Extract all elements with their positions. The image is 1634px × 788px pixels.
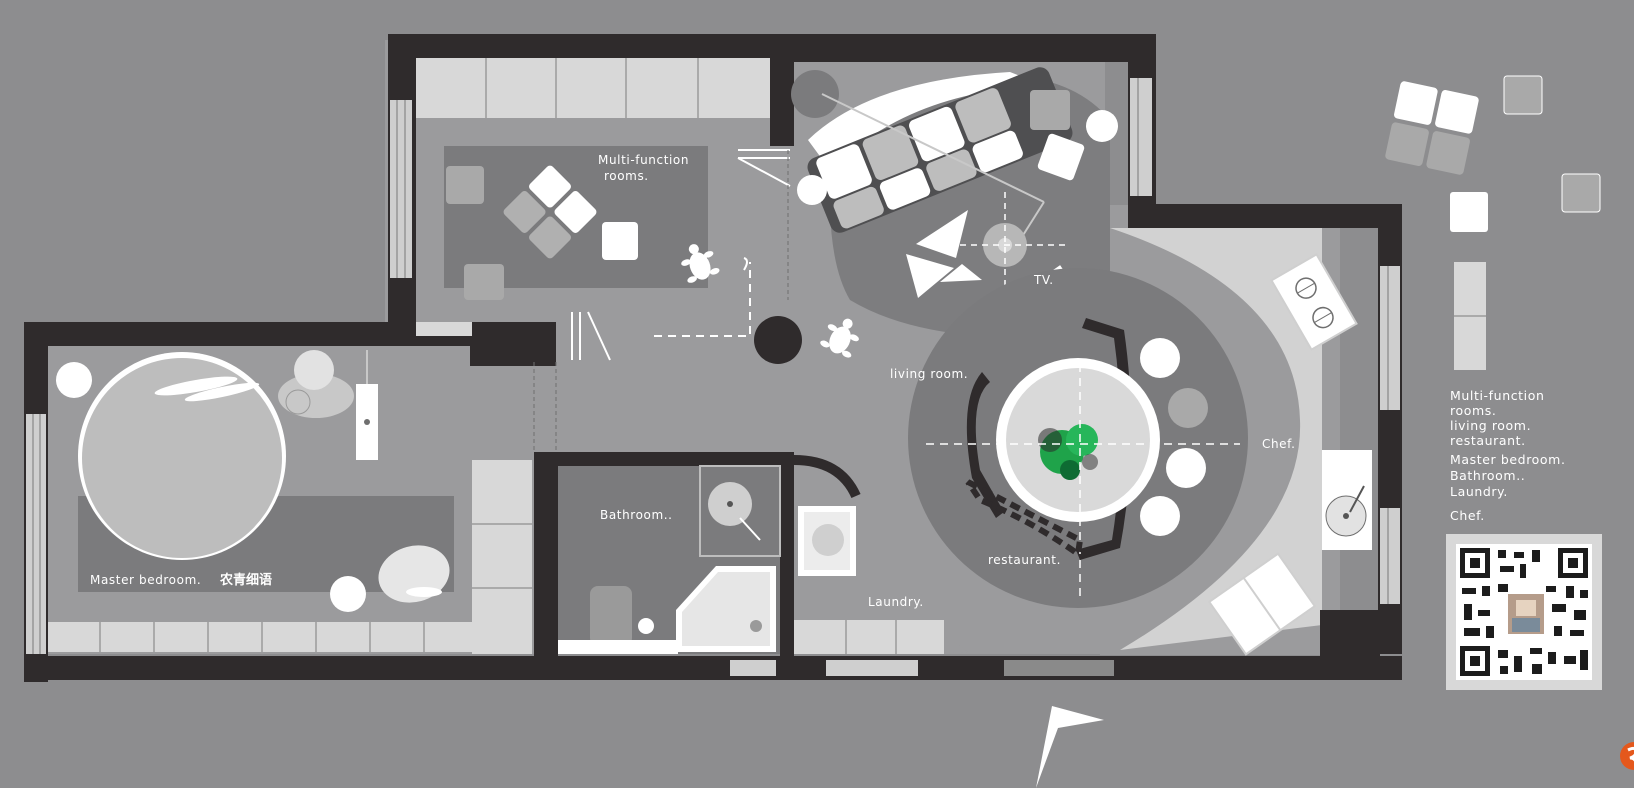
room-labels: Multi-function rooms. TV. living room. C… [90,153,1296,609]
legend-line: Master bedroom. [1450,452,1566,467]
logo-icon [1620,742,1634,770]
windows [26,78,1400,676]
label-laundry: Laundry. [868,595,924,609]
dining-area [908,268,1248,608]
legend-line: restaurant. [1450,433,1526,448]
label-rooms: rooms. [604,169,649,183]
label-bathroom: Bathroom.. [600,508,673,522]
legend: Multi-function rooms. living room. resta… [1450,388,1566,523]
legend-line: living room. [1450,418,1531,433]
multi-function-room [416,58,770,336]
qr-code-icon [1446,534,1602,690]
label-tv: TV. [1033,273,1054,287]
kitchen-curve-zone [1110,228,1322,650]
column [754,316,802,364]
label-multi-function: Multi-function [598,153,689,167]
door-marks [571,149,1059,361]
turtle-icon [820,318,859,358]
master-bedroom [48,350,532,654]
watermark-text: 农青细语 [219,572,272,588]
legend-line: Laundry. [1450,484,1508,499]
kitchen [1207,252,1372,656]
label-chef: Chef. [1262,437,1296,451]
turtle-icon [681,244,720,283]
label-restaurant: restaurant. [988,553,1061,567]
legend-line: Chef. [1450,508,1485,523]
legend-line: Multi-function [1450,388,1545,403]
label-master-bedroom: Master bedroom. [90,573,201,587]
plant-icon [1038,424,1098,480]
legend-line: rooms. [1450,403,1496,418]
label-living-room: living room. [890,367,968,381]
legend-line: Bathroom.. [1450,468,1525,483]
north-arrow-icon [1036,706,1104,788]
laundry [793,455,968,654]
legend-icons [1385,75,1601,370]
bathroom [558,465,781,654]
circulation-path [654,262,751,337]
